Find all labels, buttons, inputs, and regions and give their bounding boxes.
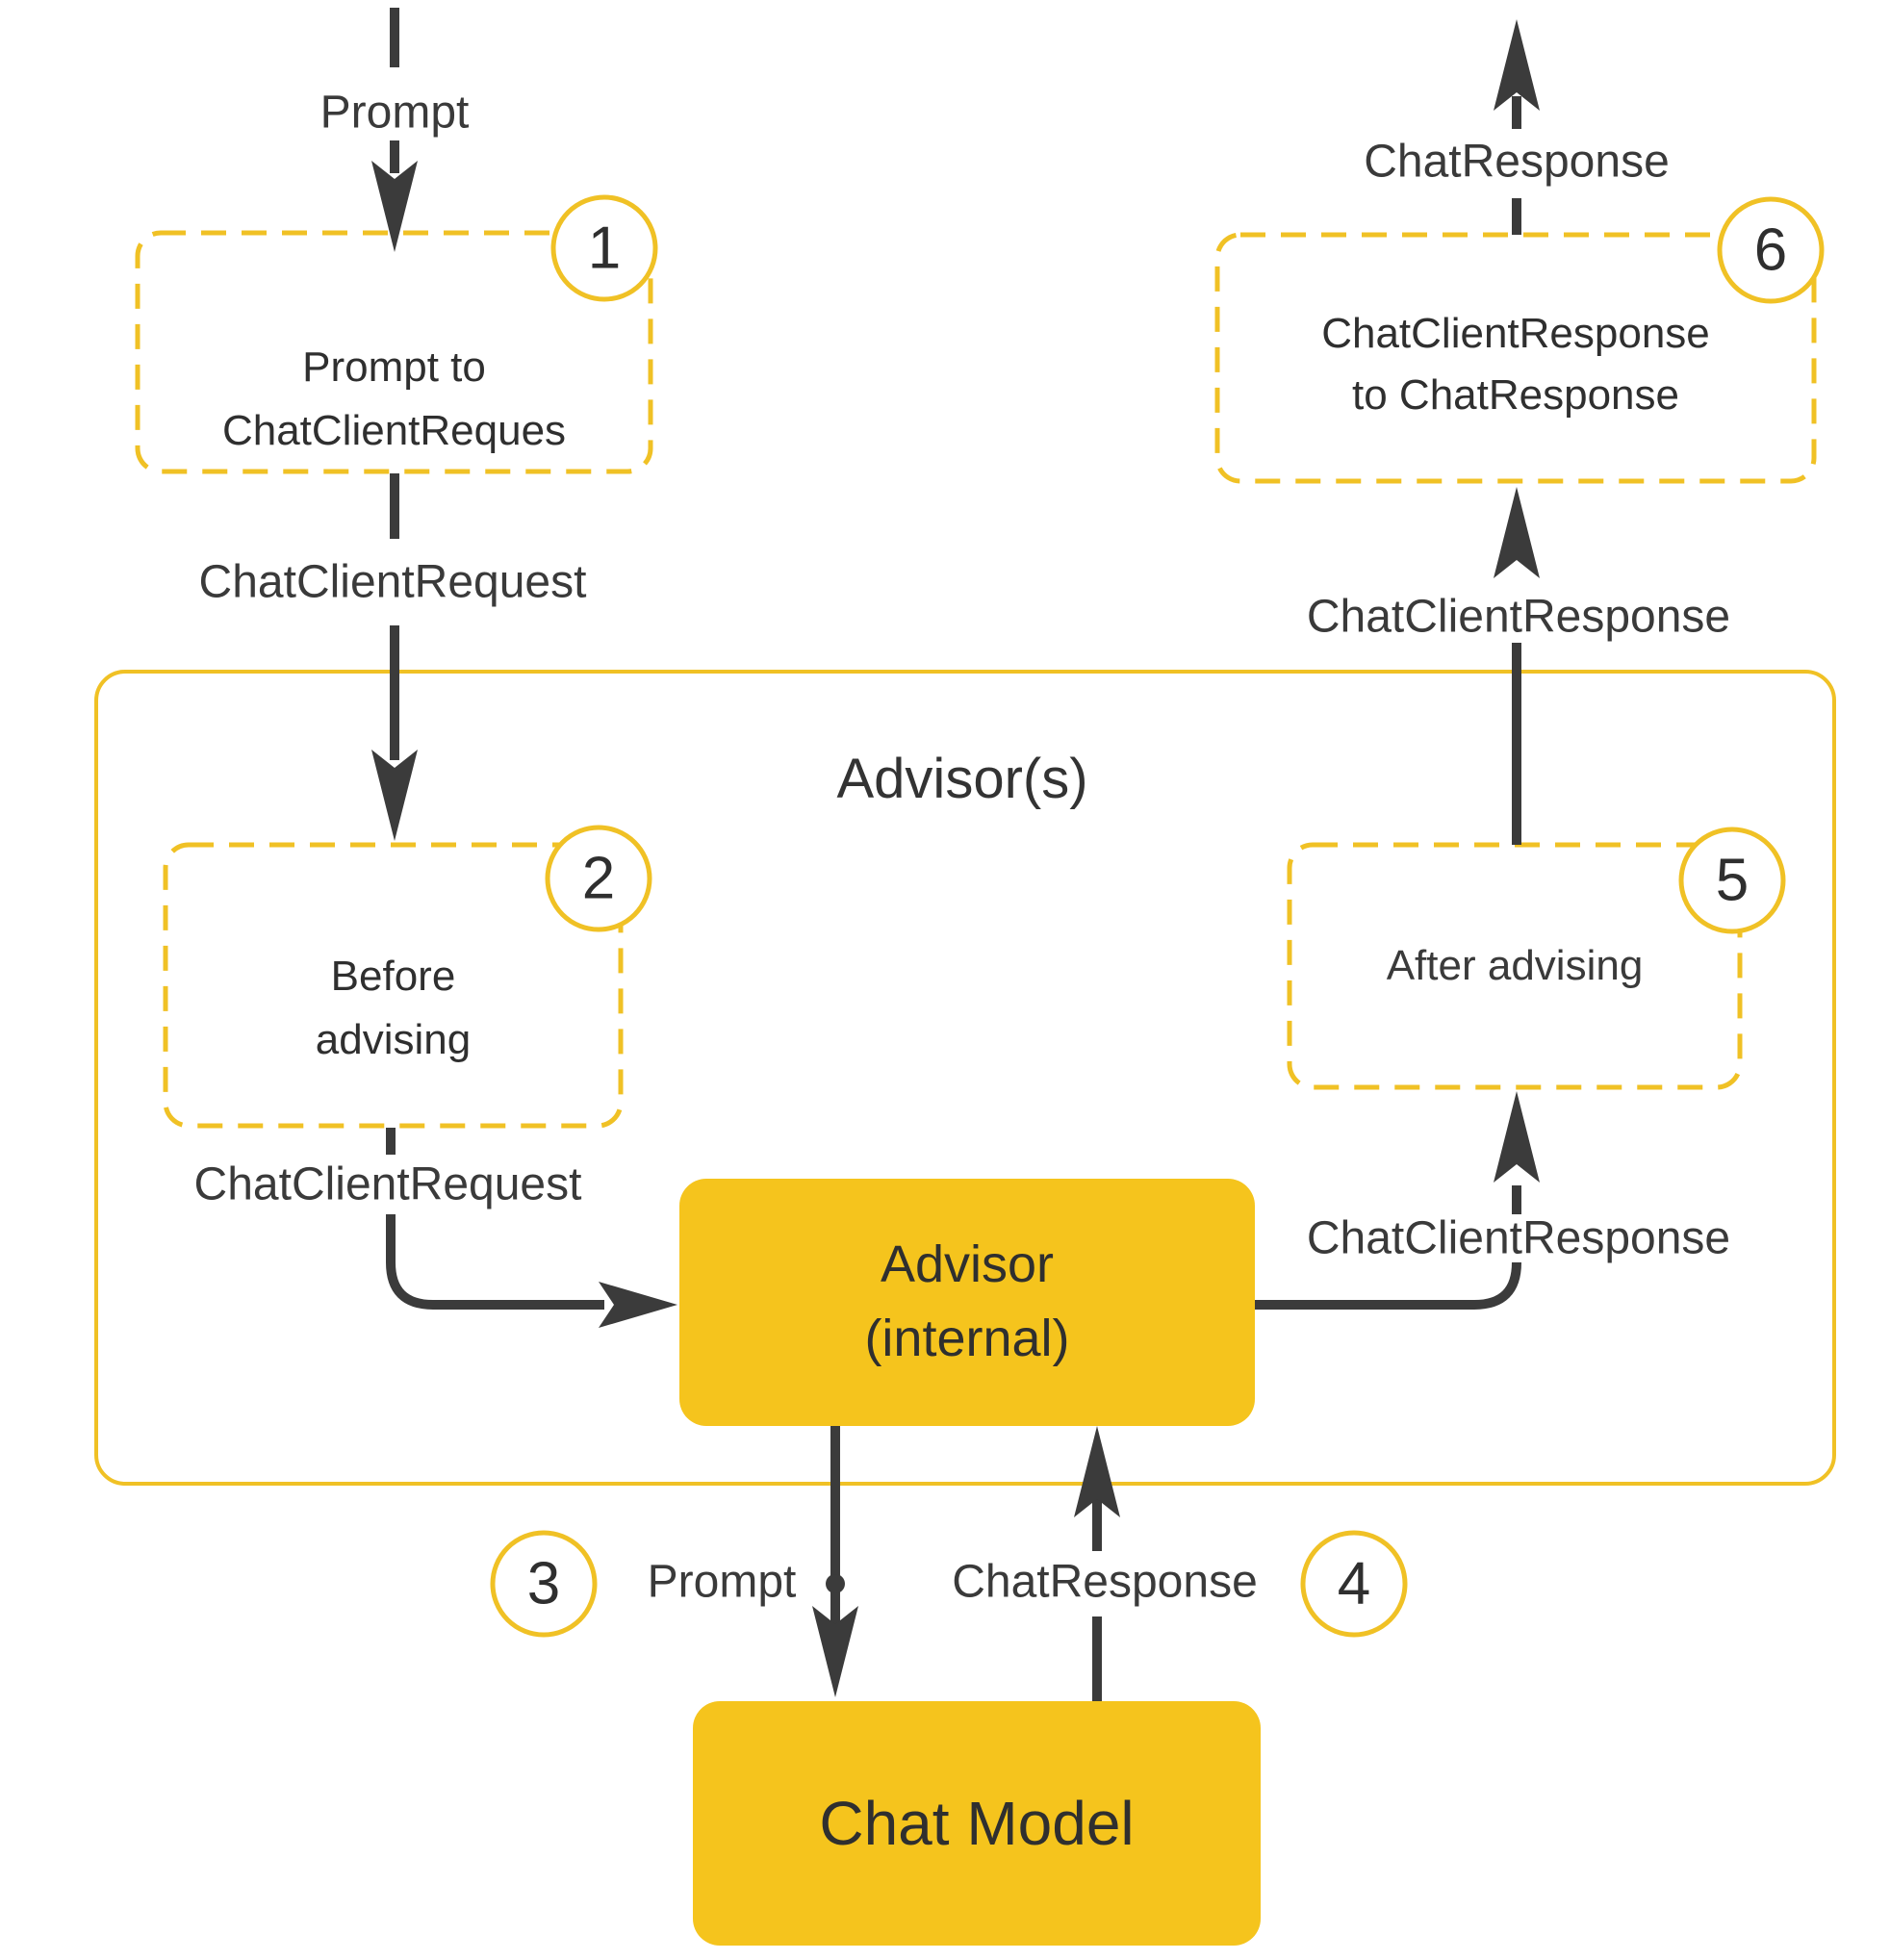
label-chatclientrequest-2: ChatClientRequest <box>193 1158 582 1210</box>
label-chatresponse-bottom: ChatResponse <box>952 1556 1258 1608</box>
label-chatresponse-top: ChatResponse <box>1364 136 1670 188</box>
label-prompt-bottom: Prompt <box>647 1556 797 1608</box>
arrow-internal-to-after-tail <box>1255 1261 1521 1310</box>
box5-text: After advising <box>1386 941 1644 989</box>
arrowheads <box>371 19 1540 1697</box>
box2-text: Before advising <box>166 945 621 1072</box>
arrow-to-advisor-internal-tail <box>386 1214 604 1310</box>
badge-circle-3 <box>490 1530 598 1638</box>
box6-line1: ChatClientResponse <box>1321 310 1710 357</box>
box-prompt-to-chatclientrequest <box>135 230 653 474</box>
badge-circle-1 <box>550 194 658 302</box>
label-prompt-top: Prompt <box>319 87 470 139</box>
box6-text: ChatClientResponse to ChatResponse <box>1217 303 1814 426</box>
box-chat-model <box>693 1701 1261 1946</box>
arrowhead-into-box6 <box>1494 487 1540 578</box>
arrowhead-into-box2 <box>371 750 418 841</box>
arrowhead-into-chatmodel <box>812 1606 858 1697</box>
prompt-line-dot <box>826 1574 845 1593</box>
label-chatclientrequest-1: ChatClientRequest <box>198 556 587 608</box>
arrowhead-into-box1 <box>371 161 418 252</box>
advisors-container-title: Advisor(s) <box>836 748 1088 811</box>
arrowhead-into-box5 <box>1494 1091 1540 1183</box>
arrowhead-into-advisor-internal <box>599 1282 677 1328</box>
badge-3: 3 <box>526 1550 561 1617</box>
badge-6: 6 <box>1753 216 1788 284</box>
box-advisor-internal <box>679 1179 1255 1426</box>
badge-2: 2 <box>581 845 616 912</box>
box-before-advising <box>163 842 624 1129</box>
label-chatclientresponse-outer: ChatClientResponse <box>1306 591 1731 643</box>
badge-4: 4 <box>1337 1550 1371 1617</box>
box2-line2: advising <box>315 1016 472 1063</box>
box-chatclientresponse-to-chatresponse <box>1214 232 1817 484</box>
box1-line2: ChatClientReques <box>221 407 567 454</box>
box6-line2: to ChatResponse <box>1352 371 1679 419</box>
arrowhead-chatresponse-out <box>1494 19 1540 111</box>
advisors-container-border <box>94 670 1836 1486</box>
box2-line1: Before <box>330 953 456 1000</box>
arrowhead-into-internal-bottom <box>1074 1426 1120 1517</box>
flow-lines <box>386 8 1521 1701</box>
box1-text: Prompt to ChatClientReques <box>138 336 651 463</box>
advisor-internal-text: Advisor (internal) <box>679 1228 1255 1376</box>
badge-circle-2 <box>545 825 652 932</box>
chat-model-text: Chat Model <box>819 1789 1135 1858</box>
badge-5: 5 <box>1715 847 1750 914</box>
box1-line1: Prompt to <box>302 344 486 391</box>
label-chatclientresponse-inner: ChatClientResponse <box>1306 1212 1731 1264</box>
badge-1: 1 <box>587 215 622 282</box>
advisor-internal-line2: (internal) <box>864 1310 1070 1367</box>
badge-circles <box>490 194 1825 1638</box>
advisor-internal-line1: Advisor <box>880 1235 1055 1293</box>
badge-circle-6 <box>1717 196 1825 304</box>
badge-circle-4 <box>1300 1530 1408 1638</box>
badge-circle-5 <box>1678 827 1786 934</box>
